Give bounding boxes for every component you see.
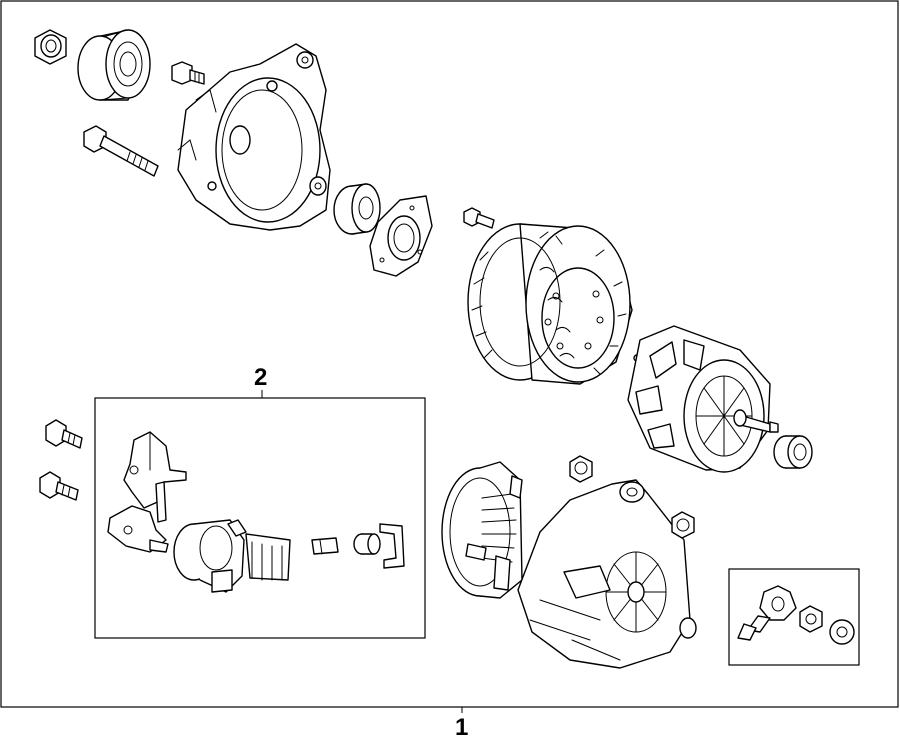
rear-nut [671,511,695,539]
terminal-sub-frame [728,568,860,666]
rotor [627,325,779,473]
stator [467,223,633,385]
long-bolt [83,125,159,177]
terminal-nut [799,605,823,633]
brush-cap [353,533,381,555]
rotor-end-bearing [773,435,813,469]
callout-1-label: 1 [455,714,469,741]
terminal-washer [829,619,855,645]
nut-top-left [34,29,67,65]
brush-holder-part [311,537,339,555]
pulley [77,29,151,101]
sub-assembly-frame [94,397,426,639]
front-housing [177,43,331,231]
brush-clip [379,523,405,569]
outer-frame [0,0,899,708]
top-collar [569,455,593,483]
rectifier-bracket-lower [107,505,169,553]
bearing-retainer-plate [369,195,433,277]
bolt-left-lower [39,471,79,501]
rear-housing [517,479,697,669]
regulator [173,519,291,593]
front-bearing [333,183,381,235]
bolt-top-small [171,61,205,85]
rectifier-fan [441,461,523,599]
rectifier-bracket-upper [123,431,187,523]
bolt-left-upper [45,419,83,449]
callout-2-label: 2 [254,364,268,391]
screw-mid [463,207,495,229]
terminal-bolt [737,585,797,641]
